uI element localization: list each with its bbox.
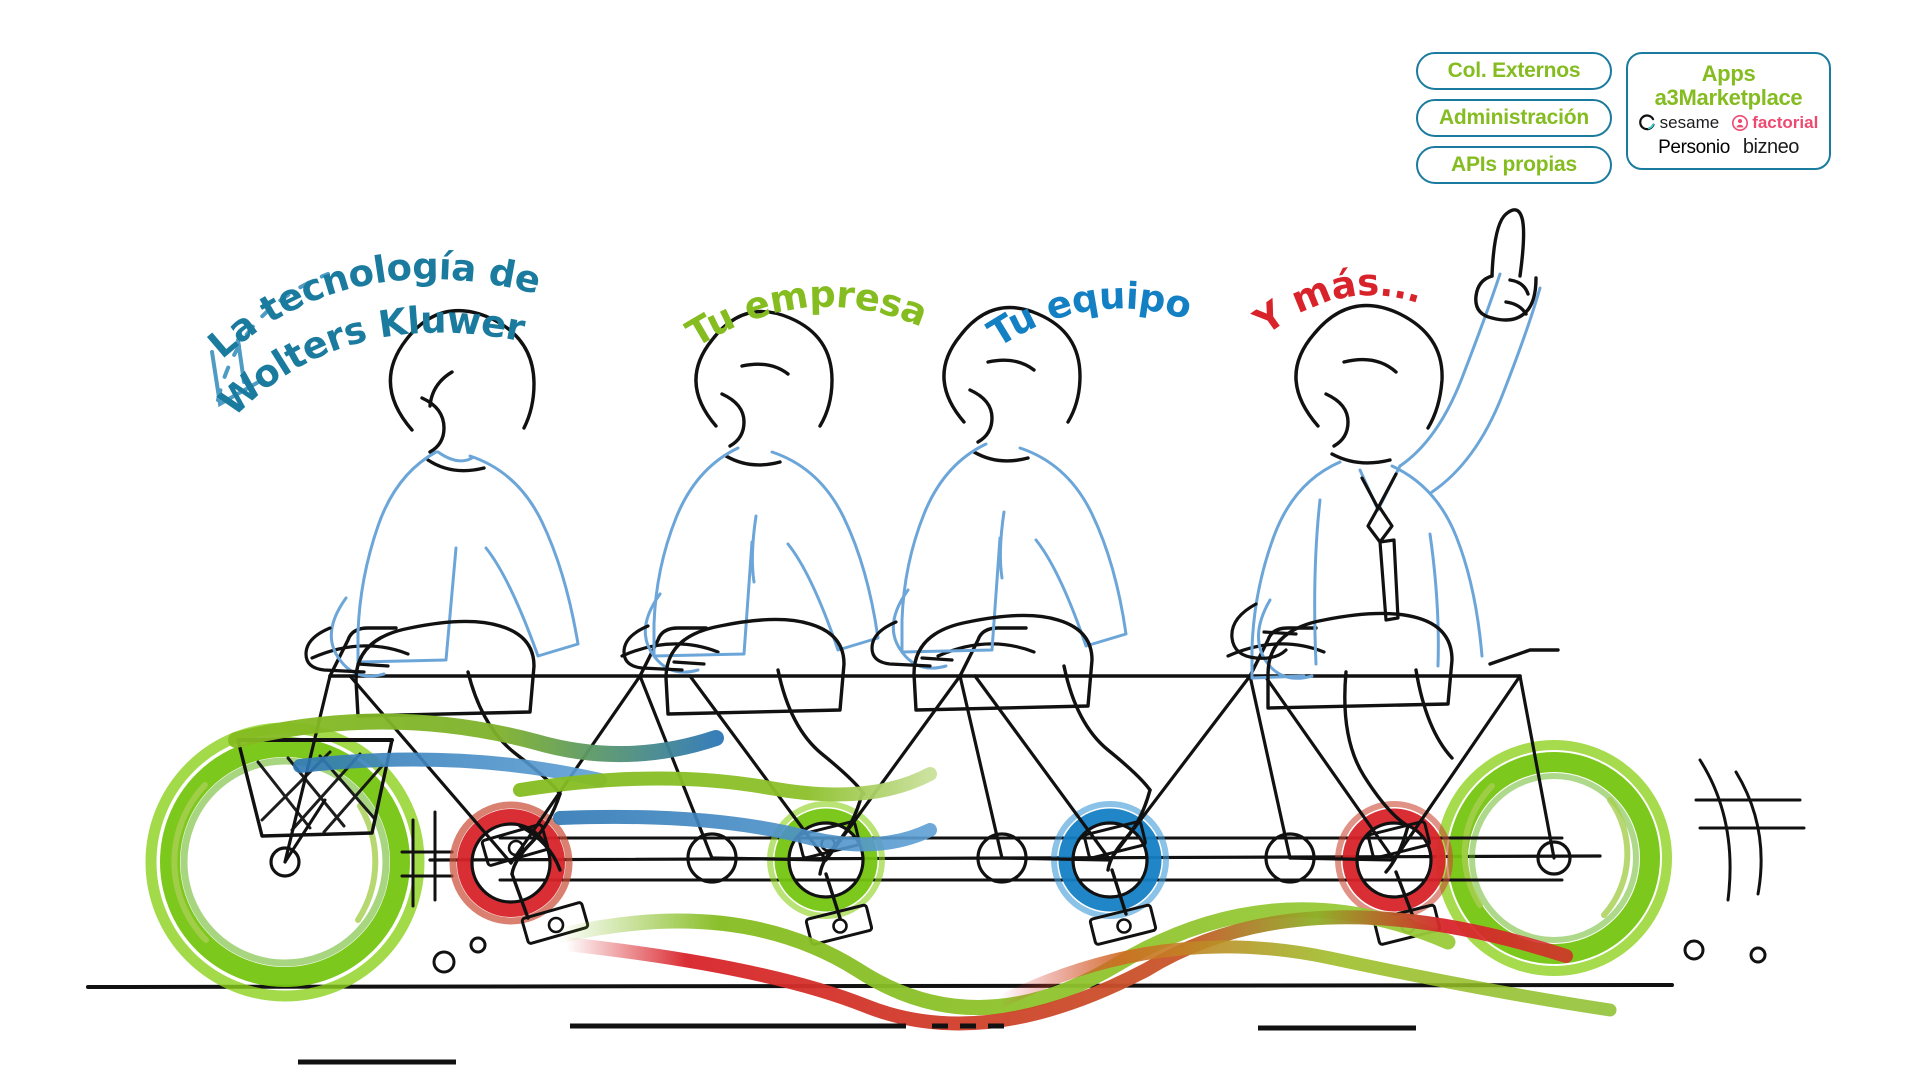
pill-administracion[interactable]: Administración (1416, 99, 1612, 137)
apps-logo-row-2: Personio bizneo (1634, 136, 1823, 159)
logo-factorial[interactable]: factorial (1732, 114, 1818, 131)
wk-swooshes (228, 713, 937, 852)
ground-wave-green (550, 902, 1456, 1015)
apps-logo-row-1: sesame factorial (1634, 114, 1823, 131)
logo-sesame[interactable]: sesame (1638, 113, 1720, 133)
swoosh-mid-green (513, 767, 937, 802)
ground-wave-red (559, 910, 1573, 1031)
handlebars (328, 626, 1560, 678)
factorial-dot-icon (1732, 114, 1749, 131)
apps-title-line1: Apps (1701, 61, 1756, 86)
sesame-ring-icon (1638, 114, 1655, 131)
motion-ticks-left (400, 810, 454, 908)
bottom-rules (298, 1023, 1416, 1065)
logo-sesame-label: sesame (1659, 113, 1720, 133)
pill-column: Col. Externos Administración APIs propia… (1416, 52, 1612, 184)
logo-personio-label[interactable]: Personio (1658, 136, 1730, 158)
chain (498, 836, 1564, 882)
tag-cluster: Col. Externos Administración APIs propia… (1416, 52, 1831, 184)
swoosh-mid-blue (553, 809, 937, 852)
ground-wave-olive (993, 940, 1617, 1017)
apps-marketplace-card[interactable]: Apps a3Marketplace sesame fact (1626, 52, 1831, 171)
pill-col-externos[interactable]: Col. Externos (1416, 52, 1612, 90)
dashed-arrow (216, 272, 330, 402)
rider-4 (1230, 208, 1542, 916)
swoosh-front-green-blue (228, 713, 724, 762)
apps-title-line2: a3Marketplace (1654, 84, 1803, 110)
loose-bolts (432, 936, 1767, 974)
motion-ticks-right (1694, 758, 1806, 902)
pill-apis-propias[interactable]: APIs propias (1416, 146, 1612, 184)
ground-waves (550, 902, 1617, 1031)
rider-2 (622, 309, 880, 920)
rider-1 (304, 309, 580, 920)
logo-factorial-label: factorial (1752, 113, 1819, 133)
saddles (310, 642, 1326, 660)
logo-bizneo-label[interactable]: bizneo (1742, 136, 1799, 159)
dashed-arrow-head (210, 338, 264, 408)
chainring-3-blue (1051, 801, 1169, 946)
rider-3 (870, 305, 1152, 916)
